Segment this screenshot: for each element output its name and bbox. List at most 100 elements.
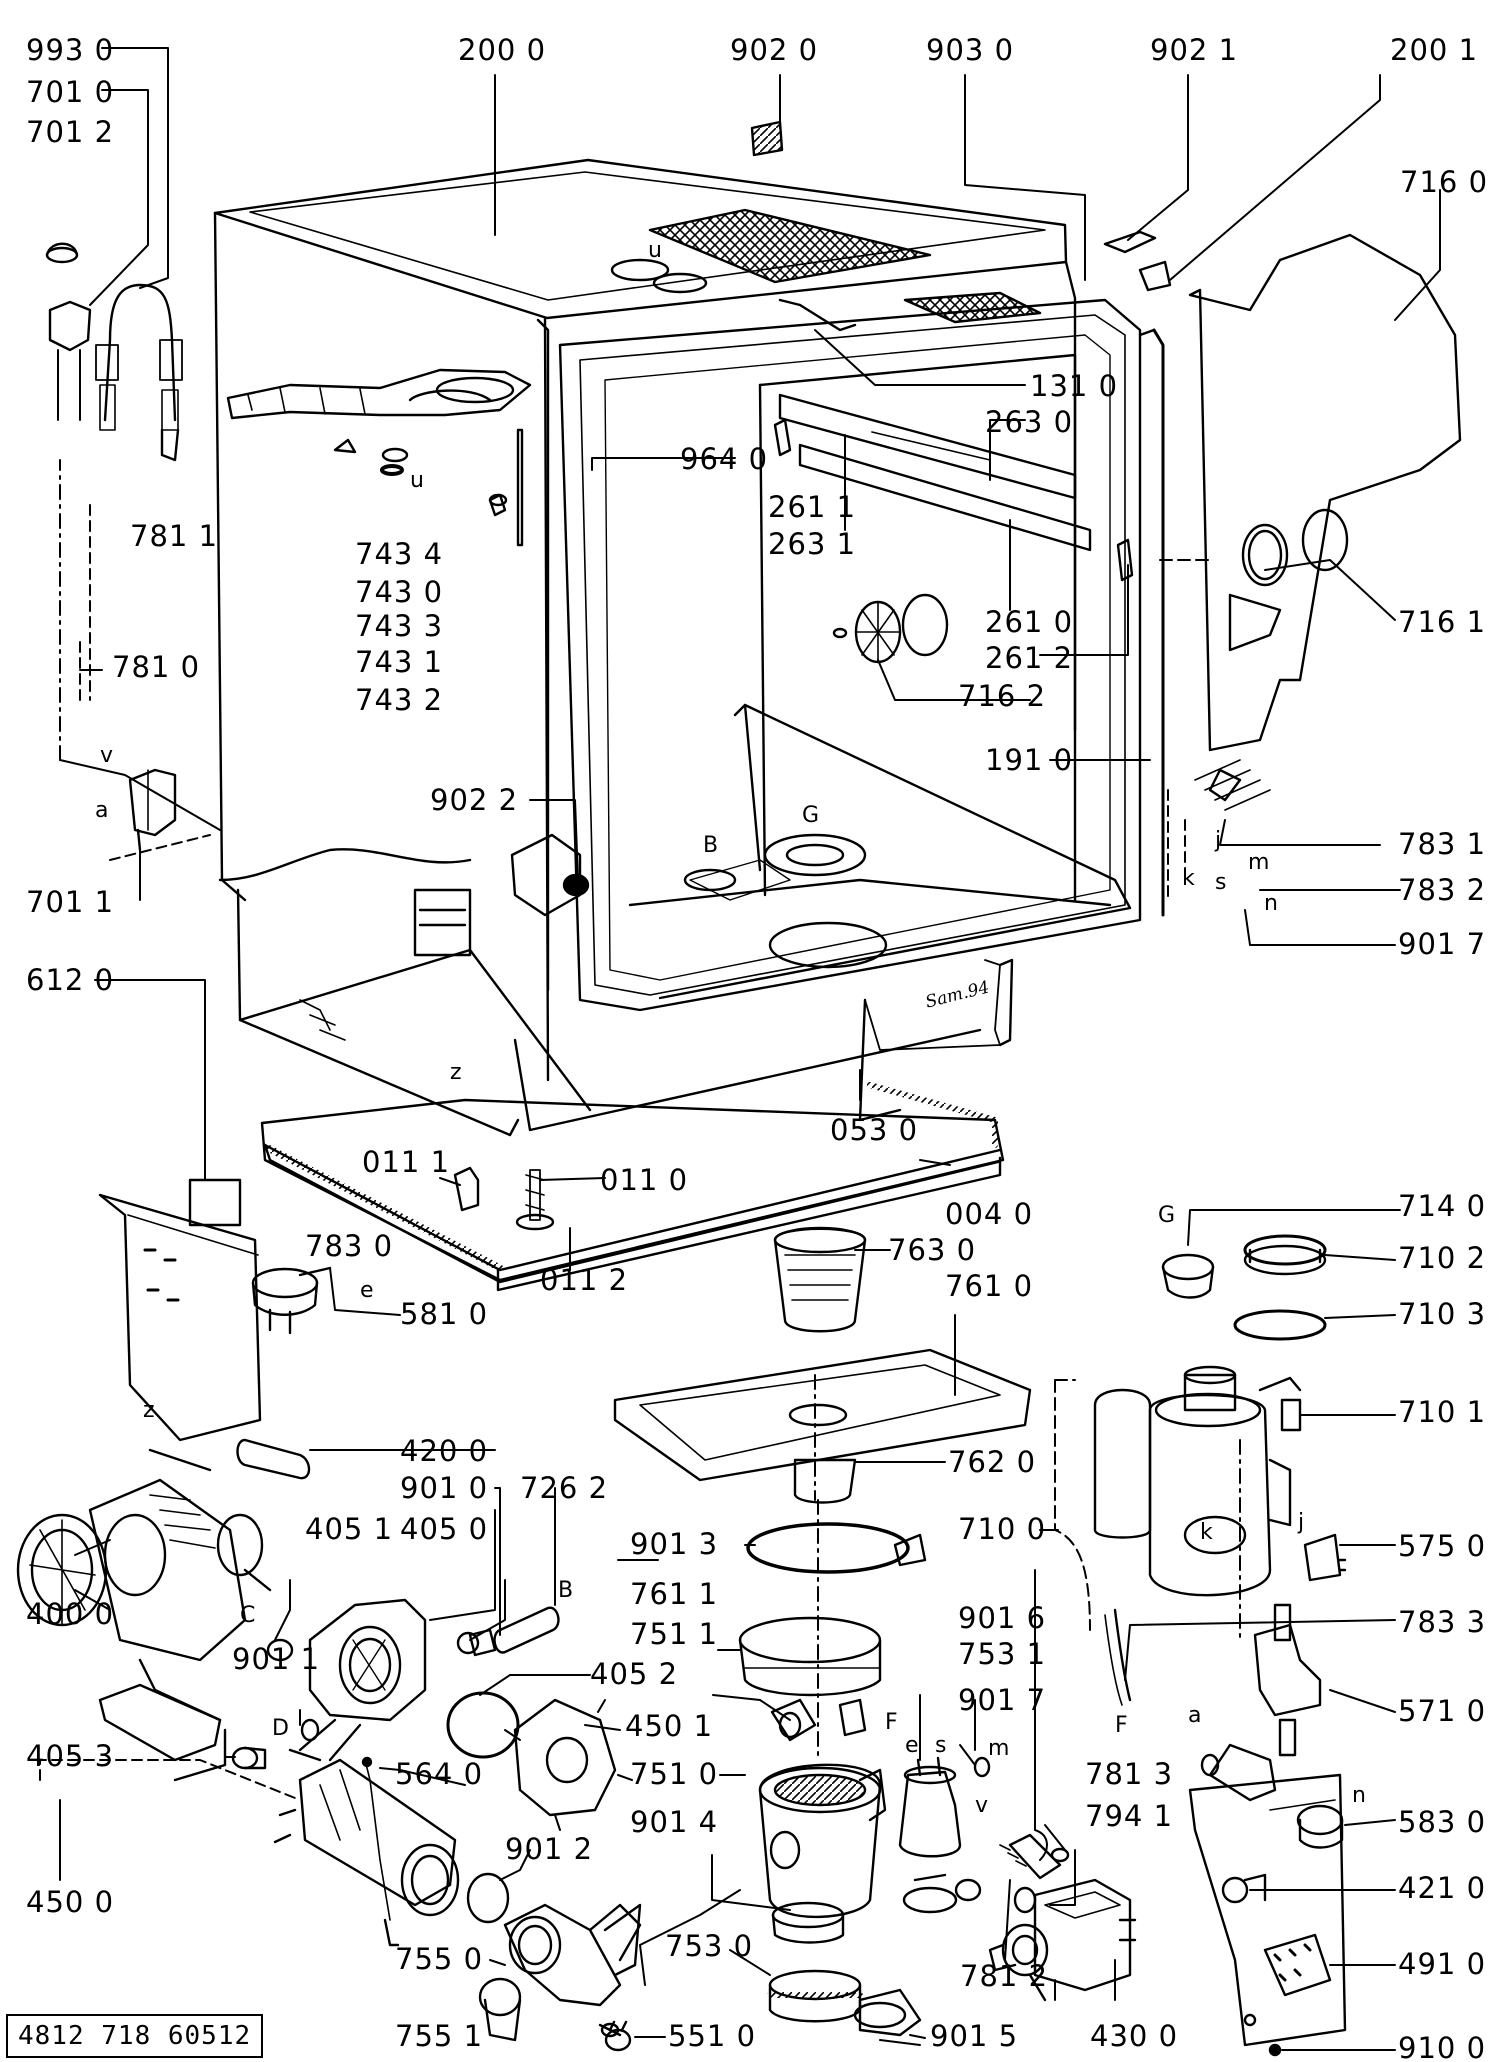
part-label-716-2: 716 2 bbox=[958, 679, 1047, 713]
part-label-781-0: 781 0 bbox=[112, 650, 201, 684]
connector-letter-u: u bbox=[410, 468, 424, 493]
hinge-bracket bbox=[128, 768, 177, 852]
part-label-901-3: 901 3 bbox=[630, 1527, 719, 1561]
check-valve bbox=[898, 1756, 962, 1914]
part-label-761-1: 761 1 bbox=[630, 1577, 719, 1611]
part-label-743-3: 743 3 bbox=[355, 609, 444, 643]
part-label-901-4: 901 4 bbox=[630, 1805, 719, 1839]
lower-rings bbox=[767, 1901, 922, 2037]
part-label-901-6: 901 6 bbox=[958, 1601, 1047, 1635]
part-label-993-0: 993 0 bbox=[26, 33, 115, 67]
part-label-710-1: 710 1 bbox=[1398, 1395, 1487, 1429]
pump-seal bbox=[446, 1691, 520, 1759]
connector-letter-B-tub: B bbox=[703, 833, 719, 858]
part-label-755-0: 755 0 bbox=[395, 1942, 484, 1976]
water-softener-tank bbox=[1093, 1365, 1302, 1597]
connector-letter-n: n bbox=[1264, 891, 1278, 916]
part-label-263-1: 263 1 bbox=[768, 527, 857, 561]
part-label-781-3: 781 3 bbox=[1085, 1757, 1174, 1791]
part-label-011-0: 011 0 bbox=[600, 1163, 689, 1197]
connector-letter-n-bracket: n bbox=[1352, 1783, 1366, 1808]
part-label-910-0: 910 0 bbox=[1398, 2031, 1487, 2062]
part-label-701-1: 701 1 bbox=[26, 885, 115, 919]
connector-letter-F-tank: F bbox=[1115, 1713, 1128, 1738]
connector-letter-D: D bbox=[272, 1716, 289, 1741]
upper-left-hose bbox=[45, 242, 183, 462]
part-label-781-2: 781 2 bbox=[960, 1959, 1049, 1993]
connector-letter-k-tank: k bbox=[1200, 1520, 1213, 1545]
connector-letter-e-valve: e bbox=[905, 1733, 919, 1758]
connector-letter-v-valve: v bbox=[975, 1793, 989, 1818]
leveling-feet bbox=[453, 1166, 555, 1231]
part-label-405-0: 405 0 bbox=[400, 1512, 489, 1546]
drain-pump bbox=[988, 1878, 1137, 2002]
part-label-450-0: 450 0 bbox=[26, 1885, 115, 1919]
part-label-405-1: 405 1 bbox=[305, 1512, 394, 1546]
part-label-743-4: 743 4 bbox=[355, 537, 444, 571]
connector-575 bbox=[1104, 1533, 1347, 1706]
part-label-901-5: 901 5 bbox=[930, 2019, 1019, 2053]
pump-chamber bbox=[758, 1698, 887, 1919]
part-label-551-0: 551 0 bbox=[668, 2019, 757, 2053]
connector-letter-a: a bbox=[95, 798, 109, 823]
part-label-726-2: 726 2 bbox=[520, 1471, 609, 1505]
part-label-903-0: 903 0 bbox=[926, 33, 1015, 67]
part-label-571-0: 571 0 bbox=[1398, 1694, 1487, 1728]
impeller bbox=[504, 1698, 633, 1831]
hose-connector bbox=[493, 1606, 560, 1654]
part-label-491-0: 491 0 bbox=[1398, 1947, 1487, 1981]
connector-letter-C: C bbox=[240, 1603, 256, 1628]
rear-vent-panel bbox=[1188, 233, 1462, 811]
motor-assembly bbox=[16, 1478, 272, 1782]
part-label-755-1: 755 1 bbox=[395, 2019, 484, 2053]
sump-rings bbox=[738, 1522, 927, 1697]
part-label-901-7-bottom: 901 7 bbox=[958, 1683, 1047, 1717]
part-label-901-1: 901 1 bbox=[232, 1642, 321, 1676]
dispenser-parts bbox=[226, 368, 532, 547]
part-label-261-1: 261 1 bbox=[768, 490, 857, 524]
part-label-710-2: 710 2 bbox=[1398, 1241, 1487, 1275]
connector-letter-G-tub: G bbox=[802, 803, 820, 828]
part-label-430-0: 430 0 bbox=[1090, 2019, 1179, 2053]
top-clips bbox=[750, 120, 1172, 332]
connector-letter-z-bracket: z bbox=[143, 1398, 155, 1423]
drain-pipes bbox=[466, 1872, 642, 2042]
part-label-901-2: 901 2 bbox=[505, 1832, 594, 1866]
heater-element bbox=[273, 1756, 460, 1947]
electrical-bracket bbox=[1188, 1773, 1347, 2057]
part-label-450-1: 450 1 bbox=[625, 1709, 714, 1743]
part-label-261-0: 261 0 bbox=[985, 605, 1074, 639]
part-label-053-0: 053 0 bbox=[830, 1113, 919, 1147]
part-label-575-0: 575 0 bbox=[1398, 1529, 1487, 1563]
part-label-263-0: 263 0 bbox=[985, 405, 1074, 439]
part-label-701-2: 701 2 bbox=[26, 115, 115, 149]
part-label-716-0: 716 0 bbox=[1400, 165, 1489, 199]
base-plinth bbox=[260, 1082, 1005, 1292]
part-label-743-0: 743 0 bbox=[355, 575, 444, 609]
part-label-405-3: 405 3 bbox=[26, 1739, 115, 1773]
side-clip bbox=[510, 833, 590, 917]
part-label-710-3: 710 3 bbox=[1398, 1297, 1487, 1331]
part-label-902-2: 902 2 bbox=[430, 783, 519, 817]
part-label-753-0: 753 0 bbox=[665, 1929, 754, 1963]
connector-letter-v: v bbox=[100, 743, 114, 768]
control-bracket bbox=[98, 1178, 262, 1472]
connector-letter-e-pressostat: e bbox=[360, 1278, 374, 1303]
pump-housing bbox=[266, 1598, 427, 1762]
document-number: 4812 718 60512 bbox=[6, 2014, 264, 2058]
part-label-762-0: 762 0 bbox=[948, 1445, 1037, 1479]
part-label-400-0: 400 0 bbox=[26, 1597, 115, 1631]
part-label-901-0: 901 0 bbox=[400, 1471, 489, 1505]
part-label-964-0: 964 0 bbox=[680, 442, 769, 476]
part-label-200-1: 200 1 bbox=[1390, 33, 1479, 67]
part-label-710-0: 710 0 bbox=[958, 1512, 1047, 1546]
part-label-751-1: 751 1 bbox=[630, 1617, 719, 1651]
leader-lines bbox=[39, 47, 1441, 2051]
connector-letter-z-base: z bbox=[450, 1060, 462, 1085]
part-label-783-2: 783 2 bbox=[1398, 873, 1487, 907]
filter-sump bbox=[613, 1226, 1032, 1504]
connector-letter-s-valve: s bbox=[935, 1733, 947, 1758]
part-label-011-2: 011 2 bbox=[540, 1263, 629, 1297]
